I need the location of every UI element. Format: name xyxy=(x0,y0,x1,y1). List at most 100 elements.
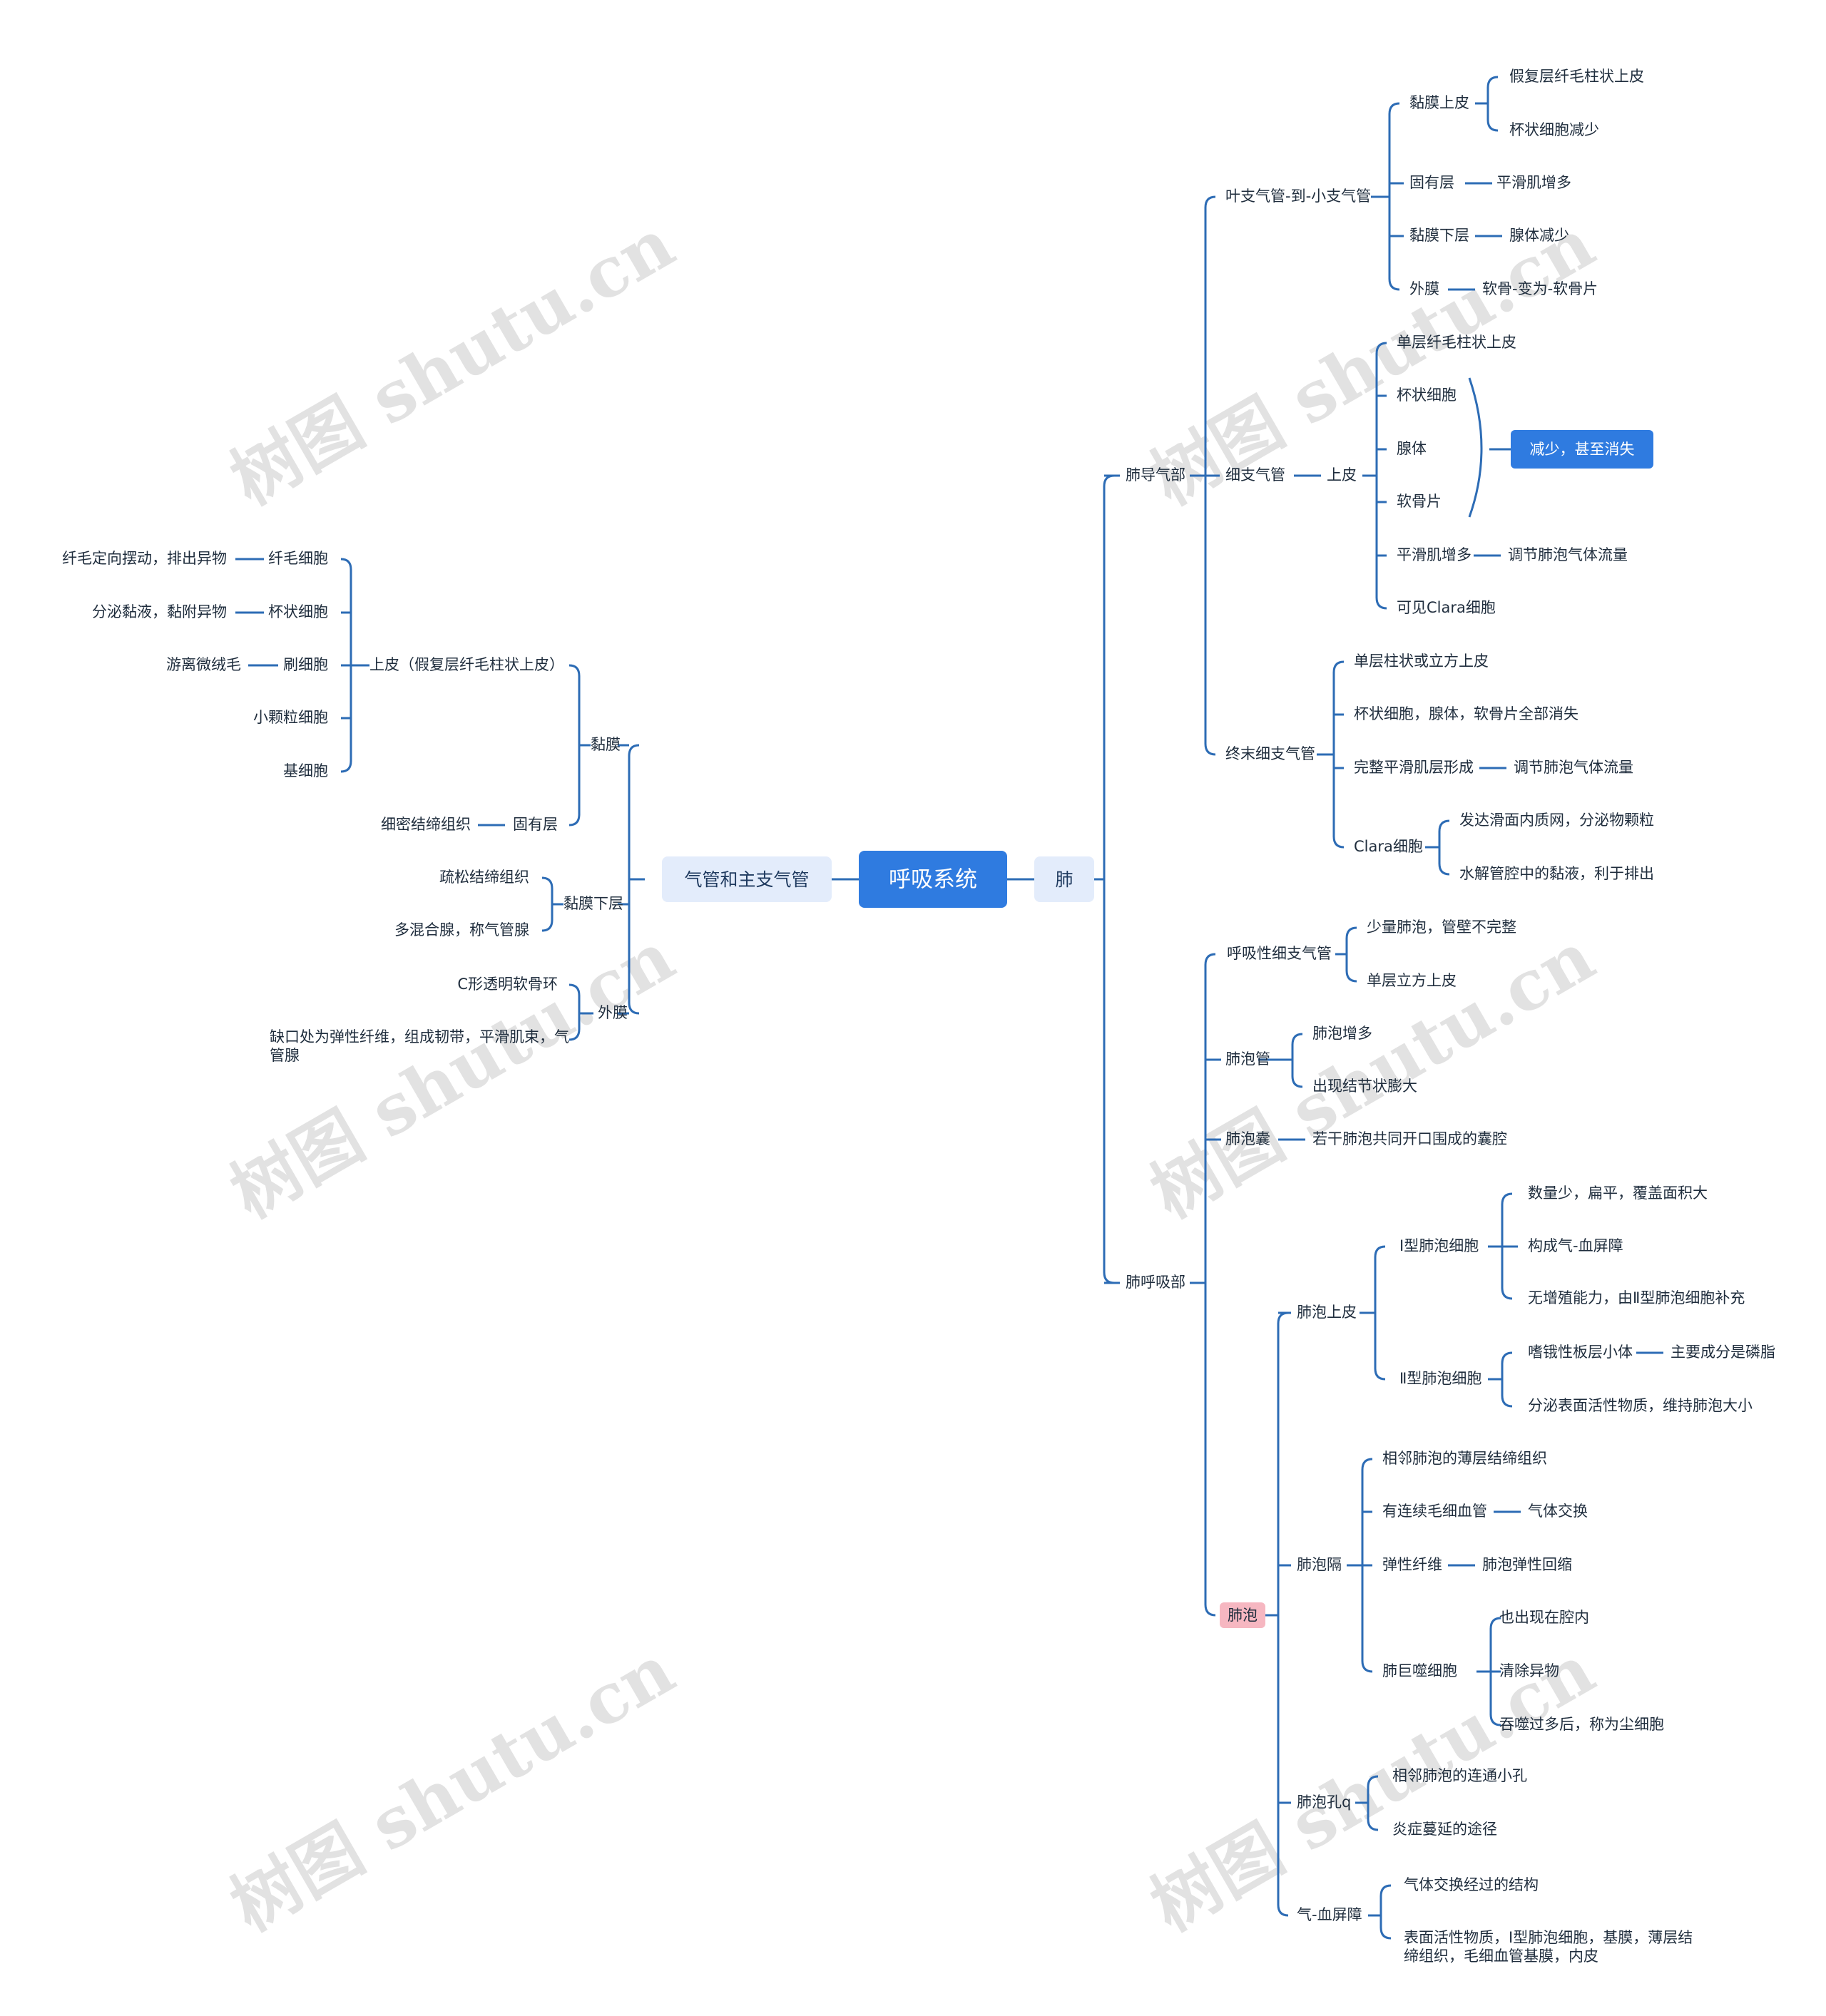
node-epithelium[interactable]: 上皮（假复层纤毛柱状上皮） xyxy=(369,656,564,673)
right-nodes: 肺导气部 叶支气管-到-小支气管 黏膜上皮 假复层纤毛柱状上皮 杯状细胞减少 固… xyxy=(1126,68,1775,1965)
node-sub-loose[interactable]: 疏松结缔组织 xyxy=(439,869,529,886)
root-node[interactable]: 呼吸系统 xyxy=(859,851,1007,908)
node-ciliated[interactable]: 纤毛细胞 xyxy=(268,550,328,567)
topic-trachea[interactable]: 气管和主支气管 xyxy=(662,856,832,902)
node-sep-cap[interactable]: 有连续毛细血管 xyxy=(1382,1503,1487,1520)
node-pore-2[interactable]: 炎症蔓延的途径 xyxy=(1392,1821,1497,1838)
node-sep-cap-fn[interactable]: 气体交换 xyxy=(1528,1503,1588,1520)
left-nodes: 黏膜 上皮（假复层纤毛柱状上皮） 纤毛细胞 纤毛定向摆动，排出异物 杯状细胞 分… xyxy=(62,550,628,1064)
node-duct[interactable]: 肺泡管 xyxy=(1225,1050,1270,1068)
node-adv-gap-line1[interactable]: 缺口处为弹性纤维，组成韧带，平滑肌束，气 xyxy=(270,1028,569,1045)
topic-lung[interactable]: 肺 xyxy=(1034,856,1094,902)
node-macro-2[interactable]: 清除异物 xyxy=(1499,1662,1559,1679)
node-br-cart[interactable]: 软骨片 xyxy=(1397,493,1442,510)
node-sep-elastic-fn[interactable]: 肺泡弹性回缩 xyxy=(1482,1556,1572,1573)
watermark: 树图 shutu.cn xyxy=(218,1629,687,1947)
node-goblet-desc[interactable]: 分泌黏液，黏附异物 xyxy=(92,603,227,620)
node-type2-b[interactable]: 分泌表面活性物质，维持肺泡大小 xyxy=(1528,1397,1753,1414)
node-br-goblet[interactable]: 杯状细胞 xyxy=(1397,387,1457,404)
node-lobar-gland[interactable]: 腺体减少 xyxy=(1509,227,1569,244)
node-sub-glands[interactable]: 多混合腺，称气管腺 xyxy=(394,921,529,938)
node-barrier-2-line1[interactable]: 表面活性物质，Ⅰ型肺泡细胞，基膜，薄层结 xyxy=(1404,1929,1693,1946)
node-lamina[interactable]: 固有层 xyxy=(513,816,558,833)
node-mucosa[interactable]: 黏膜 xyxy=(591,736,621,753)
node-lobar-sub[interactable]: 黏膜下层 xyxy=(1409,227,1469,244)
node-lobar-adv[interactable]: 外膜 xyxy=(1409,280,1439,297)
node-type1[interactable]: Ⅰ型肺泡细胞 xyxy=(1399,1237,1479,1254)
node-conducting[interactable]: 肺导气部 xyxy=(1126,466,1185,483)
node-type2-a[interactable]: 嗜锇性板层小体 xyxy=(1528,1344,1633,1361)
node-resp-br-1[interactable]: 少量肺泡，管壁不完整 xyxy=(1367,919,1516,936)
node-resp-br-2[interactable]: 单层立方上皮 xyxy=(1367,972,1457,989)
connectors xyxy=(235,76,1663,1940)
node-lobar-goblet[interactable]: 杯状细胞减少 xyxy=(1509,121,1599,138)
node-type1-a[interactable]: 数量少，扁平，覆盖面积大 xyxy=(1528,1184,1708,1202)
node-lamina-desc[interactable]: 细密结缔组织 xyxy=(381,816,471,833)
node-type1-b[interactable]: 构成气-血屏障 xyxy=(1528,1237,1623,1254)
node-resp-br[interactable]: 呼吸性细支气管 xyxy=(1227,945,1332,962)
node-duct-1[interactable]: 肺泡增多 xyxy=(1312,1025,1372,1042)
node-t-clara-1[interactable]: 发达滑面内质网，分泌物颗粒 xyxy=(1459,812,1654,829)
alveolus-node[interactable]: 肺泡 xyxy=(1220,1602,1265,1628)
node-macro-1[interactable]: 也出现在腔内 xyxy=(1499,1609,1589,1626)
node-lobar-pseudo[interactable]: 假复层纤毛柱状上皮 xyxy=(1509,68,1644,85)
node-t-simple[interactable]: 单层柱状或立方上皮 xyxy=(1354,653,1489,670)
node-respiratory[interactable]: 肺呼吸部 xyxy=(1126,1274,1185,1291)
watermark: 树图 shutu.cn xyxy=(1138,203,1607,521)
node-type2[interactable]: Ⅱ型肺泡细胞 xyxy=(1399,1370,1481,1387)
node-sac[interactable]: 肺泡囊 xyxy=(1225,1130,1270,1147)
node-lobar-mucosa[interactable]: 黏膜上皮 xyxy=(1409,94,1469,111)
node-goblet[interactable]: 杯状细胞 xyxy=(268,603,328,620)
node-alv-epi[interactable]: 肺泡上皮 xyxy=(1297,1304,1357,1321)
node-lobar[interactable]: 叶支气管-到-小支气管 xyxy=(1225,188,1371,205)
node-bronchiole[interactable]: 细支气管 xyxy=(1225,466,1285,483)
node-submucosa[interactable]: 黏膜下层 xyxy=(563,895,623,912)
node-lobar-lamina[interactable]: 固有层 xyxy=(1409,174,1454,191)
topic-trachea-label: 气管和主支气管 xyxy=(684,869,809,890)
node-barrier-1[interactable]: 气体交换经过的结构 xyxy=(1404,1876,1539,1893)
node-br-epi[interactable]: 上皮 xyxy=(1327,466,1357,483)
node-br-smooth[interactable]: 平滑肌增多 xyxy=(1397,546,1471,563)
node-ciliated-desc[interactable]: 纤毛定向摆动，排出异物 xyxy=(62,550,227,567)
node-sep-1[interactable]: 相邻肺泡的薄层结缔组织 xyxy=(1382,1450,1547,1467)
highlight-node[interactable]: 减少，甚至消失 xyxy=(1511,430,1653,469)
node-pore[interactable]: 肺泡孔q xyxy=(1297,1794,1351,1811)
node-adventitia[interactable]: 外膜 xyxy=(598,1004,628,1021)
node-macro-3[interactable]: 吞噬过多后，称为尘细胞 xyxy=(1499,1716,1664,1733)
node-t-clara-2[interactable]: 水解管腔中的黏液，利于排出 xyxy=(1459,865,1654,882)
node-macro[interactable]: 肺巨噬细胞 xyxy=(1382,1662,1457,1679)
node-septum[interactable]: 肺泡隔 xyxy=(1297,1556,1342,1573)
node-t-smooth-fn[interactable]: 调节肺泡气体流量 xyxy=(1514,759,1633,776)
node-br-gland[interactable]: 腺体 xyxy=(1397,440,1427,457)
node-t-clara[interactable]: Clara细胞 xyxy=(1354,838,1423,855)
node-barrier[interactable]: 气-血屏障 xyxy=(1297,1906,1362,1923)
node-type1-c[interactable]: 无增殖能力，由Ⅱ型肺泡细胞补充 xyxy=(1528,1289,1745,1306)
watermark: 树图 shutu.cn xyxy=(218,203,687,521)
node-sep-elastic[interactable]: 弹性纤维 xyxy=(1382,1556,1442,1573)
node-adv-gap-line2[interactable]: 管腺 xyxy=(270,1047,300,1064)
node-lobar-cart[interactable]: 软骨-变为-软骨片 xyxy=(1482,280,1598,297)
node-terminal[interactable]: 终末细支气管 xyxy=(1225,745,1315,762)
node-sac-1[interactable]: 若干肺泡共同开口围成的囊腔 xyxy=(1312,1130,1507,1147)
node-br-clara[interactable]: 可见Clara细胞 xyxy=(1397,599,1496,616)
highlight-label: 减少，甚至消失 xyxy=(1530,441,1635,458)
node-t-smooth[interactable]: 完整平滑肌层形成 xyxy=(1354,759,1474,776)
node-br-simple[interactable]: 单层纤毛柱状上皮 xyxy=(1397,334,1516,351)
node-barrier-2-line2[interactable]: 缔组织，毛细血管基膜，内皮 xyxy=(1404,1948,1598,1965)
node-small-granule[interactable]: 小颗粒细胞 xyxy=(253,709,328,726)
root-label: 呼吸系统 xyxy=(889,867,977,893)
node-adv-cartilage[interactable]: C形透明软骨环 xyxy=(457,976,558,993)
node-t-gone[interactable]: 杯状细胞，腺体，软骨片全部消失 xyxy=(1354,705,1578,722)
node-br-smooth-fn[interactable]: 调节肺泡气体流量 xyxy=(1508,546,1628,563)
alveolus-label: 肺泡 xyxy=(1228,1607,1258,1624)
node-lobar-smooth[interactable]: 平滑肌增多 xyxy=(1496,174,1571,191)
node-basal[interactable]: 基细胞 xyxy=(283,762,328,779)
node-brush-desc[interactable]: 游离微绒毛 xyxy=(166,656,241,673)
node-duct-2[interactable]: 出现结节状膨大 xyxy=(1312,1078,1417,1095)
node-pore-1[interactable]: 相邻肺泡的连通小孔 xyxy=(1392,1767,1527,1784)
node-brush[interactable]: 刷细胞 xyxy=(283,656,328,673)
watermark: 树图 shutu.cn xyxy=(218,916,687,1234)
topic-lung-label: 肺 xyxy=(1055,869,1073,890)
node-type2-a1[interactable]: 主要成分是磷脂 xyxy=(1671,1344,1775,1361)
